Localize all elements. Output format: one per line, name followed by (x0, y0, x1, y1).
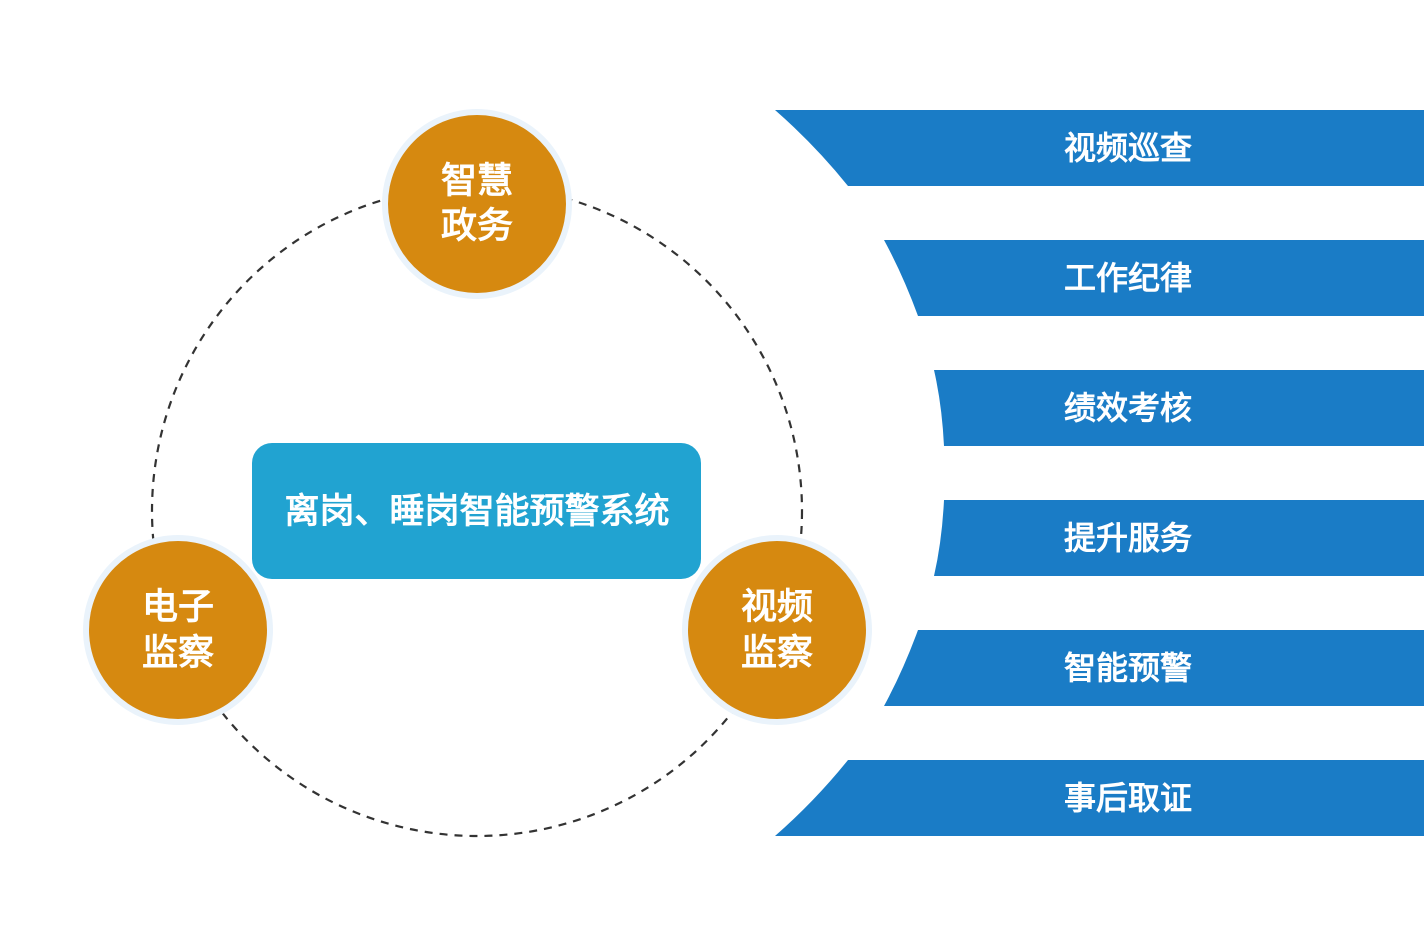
center-system-box: 离岗、睡岗智能预警系统 (252, 443, 701, 579)
band-shape (934, 370, 1424, 446)
node-label-line1: 智慧 (441, 161, 513, 202)
band-label: 视频巡查 (1064, 129, 1192, 167)
node-disc (388, 115, 566, 293)
band-shape (884, 630, 1424, 706)
center-box-shape (252, 443, 701, 579)
band-improve-service: 提升服务 (934, 500, 1424, 576)
band-label: 绩效考核 (1064, 389, 1192, 427)
node-electronic-supervision: 电子 监察 (83, 535, 273, 725)
node-label-line2: 政务 (441, 206, 513, 247)
node-disc (688, 541, 866, 719)
band-shape (775, 110, 1424, 186)
band-performance-review: 绩效考核 (934, 370, 1424, 446)
band-label: 工作纪律 (1064, 259, 1192, 297)
node-label-line2: 监察 (741, 633, 813, 674)
band-shape (934, 500, 1424, 576)
band-label: 智能预警 (1064, 649, 1192, 687)
band-post-event-evidence: 事后取证 (775, 760, 1424, 836)
node-label-line2: 监察 (142, 633, 214, 674)
node-disc (89, 541, 267, 719)
node-label-line1: 视频 (741, 587, 813, 628)
band-smart-alert: 智能预警 (884, 630, 1424, 706)
band-shape (775, 760, 1424, 836)
center-box-label: 离岗、睡岗智能预警系统 (284, 491, 669, 532)
node-video-supervision: 视频 监察 (682, 535, 872, 725)
band-work-discipline: 工作纪律 (884, 240, 1424, 316)
node-smart-government: 智慧 政务 (382, 109, 572, 299)
band-video-patrol: 视频巡查 (775, 110, 1424, 186)
band-label: 事后取证 (1064, 779, 1192, 817)
band-shape (884, 240, 1424, 316)
band-label: 提升服务 (1064, 519, 1192, 557)
node-label-line1: 电子 (142, 587, 214, 628)
